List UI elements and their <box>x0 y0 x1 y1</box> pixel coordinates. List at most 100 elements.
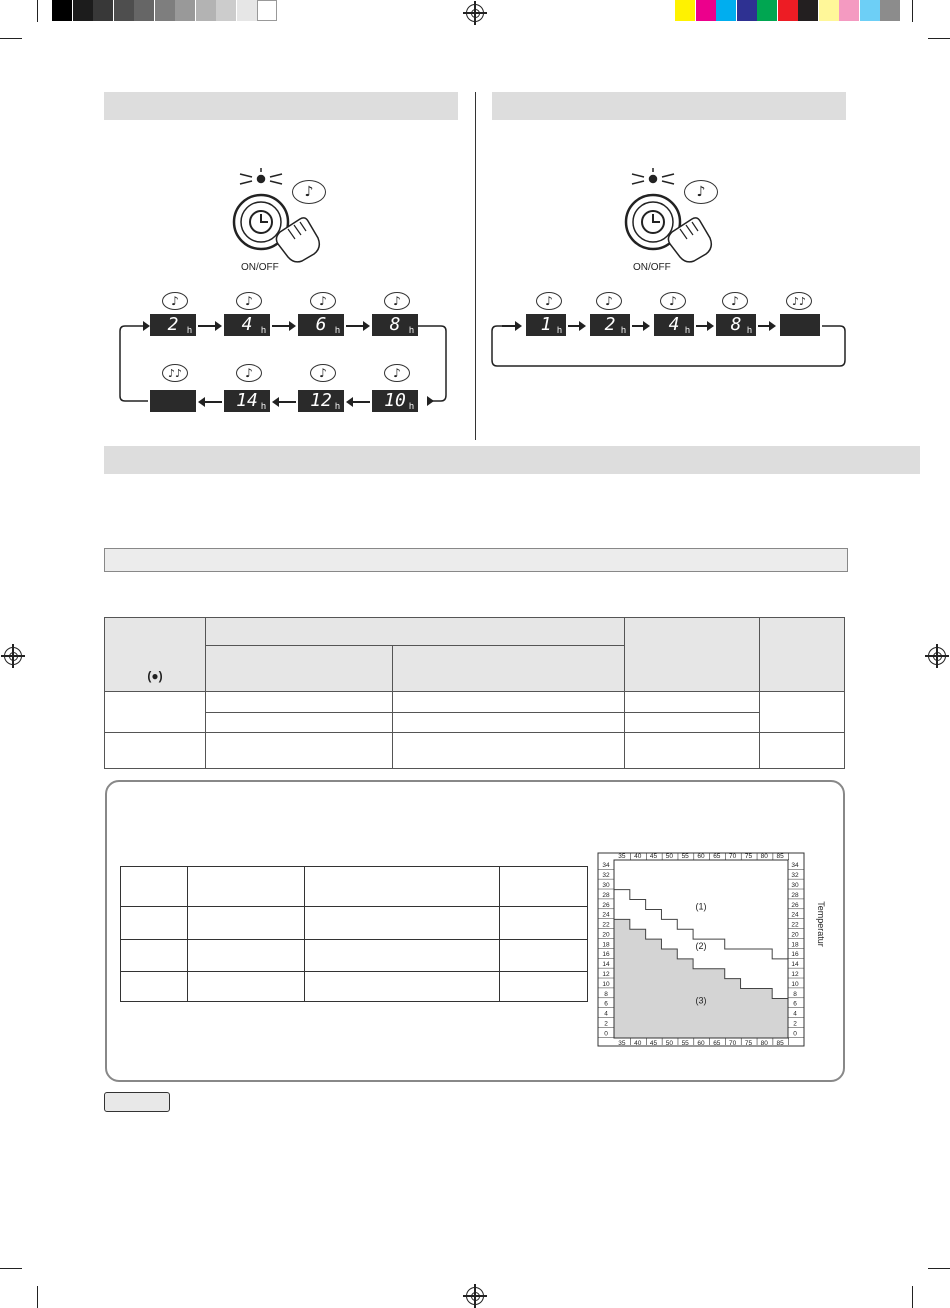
beep-bubble-icon: ♪ <box>310 364 336 382</box>
x-tick-label-top: 70 <box>729 853 737 860</box>
beep-bubble-icon: ♪ <box>660 292 686 310</box>
y-tick-label-left: 24 <box>602 912 610 919</box>
y-tick-label-left: 16 <box>602 951 610 958</box>
y-tick-label-right: 28 <box>791 892 799 899</box>
x-tick-label-bottom: 60 <box>697 1040 705 1047</box>
x-tick-label-bottom: 45 <box>650 1040 658 1047</box>
color-swatch <box>798 0 818 21</box>
table-header-indicator: (●) <box>104 616 206 693</box>
y-tick-label-left: 30 <box>602 882 610 889</box>
left-button-illustration <box>232 168 321 263</box>
x-tick-label-top: 35 <box>618 853 626 860</box>
gray-swatch <box>216 0 236 21</box>
settings-table: (●) <box>104 616 845 770</box>
gray-swatch <box>113 0 134 21</box>
y-tick-label-left: 8 <box>604 991 608 998</box>
arrow-right-icon <box>198 322 222 330</box>
double-beep-bubble-icon: ♪♪ <box>786 292 812 310</box>
y-tick-label-right: 26 <box>791 902 799 909</box>
timer-button-icon <box>232 193 290 251</box>
color-swatch <box>777 0 798 21</box>
table-header-group <box>205 616 625 647</box>
y-tick-label-right: 4 <box>793 1011 797 1018</box>
double-beep-bubble-icon: ♪♪ <box>162 364 188 382</box>
y-tick-label-right: 12 <box>791 971 799 978</box>
table-cell <box>205 711 393 733</box>
table-cell <box>499 865 588 908</box>
x-tick-label-top: 40 <box>634 853 642 860</box>
arrow-left-icon <box>346 398 370 406</box>
x-tick-label-bottom: 50 <box>666 1040 674 1047</box>
y-tick-label-right: 14 <box>791 961 799 968</box>
gray-swatch <box>175 0 195 21</box>
chart-plot-frame <box>613 859 789 1039</box>
arrow-right-icon <box>758 322 776 330</box>
table-cell <box>120 970 188 1003</box>
table-cell <box>205 691 393 713</box>
right-section-header-bar <box>492 92 846 120</box>
table-cell <box>187 970 305 1003</box>
note-label-box <box>104 1092 170 1112</box>
info-panel <box>105 780 845 1082</box>
x-tick-label-top: 45 <box>650 853 658 860</box>
table-cell <box>304 865 500 908</box>
arrow-right-icon <box>502 322 522 330</box>
registration-mark-icon <box>1 644 25 668</box>
y-tick-label-right: 30 <box>791 882 799 889</box>
y-tick-label-left: 34 <box>602 862 610 869</box>
table-header-col4 <box>624 616 760 693</box>
arrow-right-icon <box>632 322 650 330</box>
x-tick-label-bottom: 65 <box>713 1040 721 1047</box>
y-tick-label-left: 22 <box>602 922 610 929</box>
y-tick-label-left: 12 <box>602 971 610 978</box>
timer-display-off <box>150 390 196 412</box>
arrow-right-icon <box>568 322 586 330</box>
table-cell <box>759 691 845 733</box>
table-cell <box>499 906 588 940</box>
table-cell <box>187 906 305 940</box>
left-section-header-bar <box>104 92 458 120</box>
table-cell <box>499 938 588 972</box>
x-tick-label-bottom: 75 <box>745 1040 753 1047</box>
table-header-col2 <box>205 645 393 693</box>
y-tick-label-right: 34 <box>791 862 799 869</box>
chart-line-boundary <box>614 889 788 960</box>
y-tick-label-left: 0 <box>604 1030 608 1037</box>
y-tick-label-right: 18 <box>791 941 799 948</box>
pressing-hand-icon <box>667 217 713 263</box>
beep-bubble-icon: ♪ <box>384 292 410 310</box>
x-tick-label-bottom: 55 <box>682 1040 690 1047</box>
x-tick-label-top: 60 <box>697 853 705 860</box>
beep-bubble-icon: ♪ <box>384 364 410 382</box>
registration-mark-icon <box>925 644 949 668</box>
table-cell <box>499 970 588 1003</box>
crop-mark <box>37 1286 38 1308</box>
gray-swatch <box>257 0 277 21</box>
x-tick-label-top: 85 <box>776 853 784 860</box>
crop-mark <box>0 38 22 39</box>
x-tick-label-bottom: 40 <box>634 1040 642 1047</box>
subsection-header-box <box>104 548 848 572</box>
timer-button-icon <box>624 193 682 251</box>
table-cell <box>120 938 188 972</box>
beep-bubble-icon: ♪ <box>236 292 262 310</box>
gray-swatch <box>236 0 257 21</box>
y-tick-label-left: 4 <box>604 1011 608 1018</box>
cycle-loop-lines <box>119 321 447 406</box>
table-cell <box>104 731 206 770</box>
table-header-col3 <box>392 645 625 693</box>
indicator-light-icon <box>631 168 675 185</box>
gray-swatch <box>195 0 216 21</box>
table-cell <box>304 970 500 1003</box>
color-swatch <box>736 0 757 21</box>
gray-swatch <box>93 0 113 21</box>
y-tick-label-right: 10 <box>791 981 799 988</box>
table-cell <box>304 906 500 940</box>
y-tick-label-right: 20 <box>791 931 799 938</box>
x-tick-label-top: 50 <box>666 853 674 860</box>
y-tick-label-right: 22 <box>791 922 799 929</box>
